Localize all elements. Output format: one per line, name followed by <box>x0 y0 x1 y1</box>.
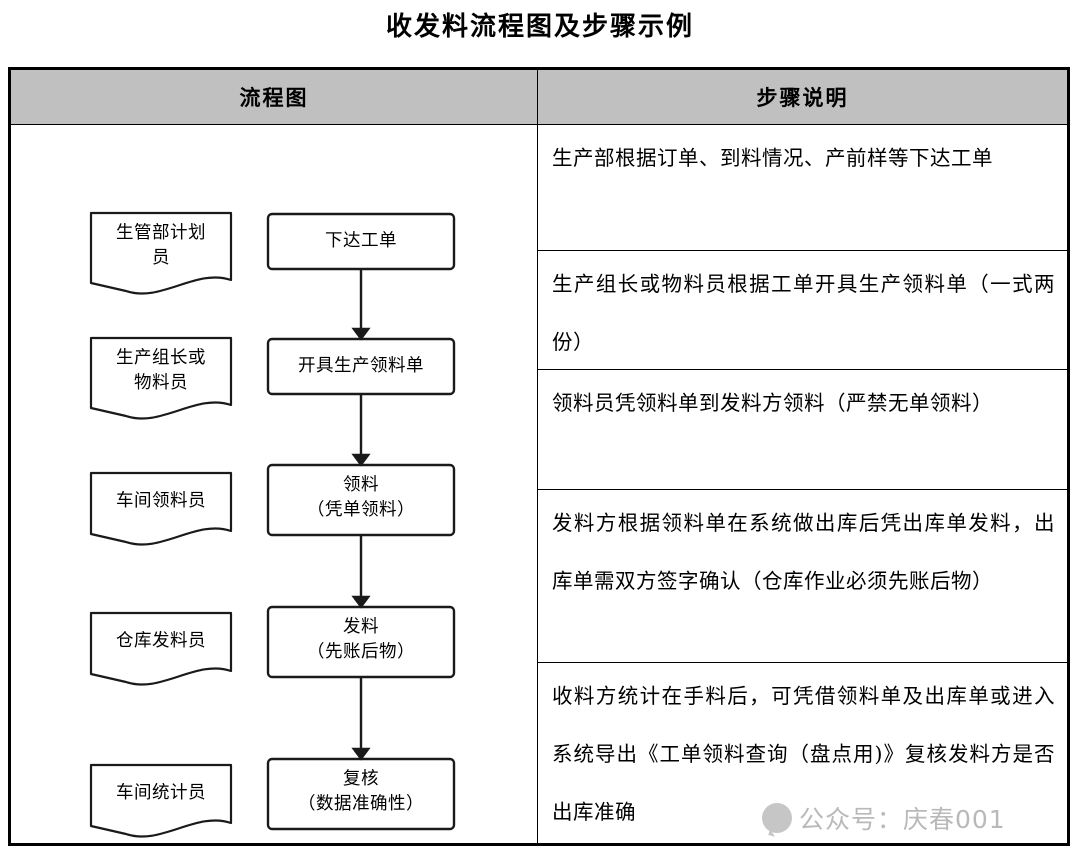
step-text-3: 领料员凭领料单到发料方领料（严禁无单领料） <box>552 391 993 415</box>
table-header-row: 流程图 步骤说明 <box>11 70 1067 125</box>
step-row-5: 收料方统计在手料后，可凭借领料单及出库单或进入系统导出《工单领料查询（盘点用)》… <box>538 663 1067 846</box>
role-shape-1 <box>89 211 233 295</box>
step-row-2: 生产组长或物料员根据工单开具生产领料单（一式两份） <box>538 251 1067 370</box>
flowchart-svg <box>89 211 456 838</box>
watermark: 公众号：庆春001 <box>762 800 1006 836</box>
step-row-4: 发料方根据领料单在系统做出库后凭出库单发料，出库单需双方签字确认（仓库作业必须先… <box>538 490 1067 663</box>
page-title: 收发料流程图及步骤示例 <box>385 12 694 42</box>
step-text-5: 收料方统计在手料后，可凭借领料单及出库单或进入系统导出《工单领料查询（盘点用)》… <box>552 684 1055 824</box>
watermark-text: 公众号：庆春001 <box>799 805 1006 834</box>
steps-cell: 生产部根据订单、到料情况、产前样等下达工单 生产组长或物料员根据工单开具生产领料… <box>538 125 1067 846</box>
step-text-4: 发料方根据领料单在系统做出库后凭出库单发料，出库单需双方签字确认（仓库作业必须先… <box>552 511 1055 593</box>
wechat-logo-icon <box>762 803 792 833</box>
step-text-1: 生产部根据订单、到料情况、产前样等下达工单 <box>552 146 993 170</box>
step-row-3: 领料员凭领料单到发料方领料（严禁无单领料） <box>538 370 1067 490</box>
process-shape-2 <box>266 337 456 396</box>
role-shape-5 <box>89 763 233 838</box>
process-shape-3 <box>266 463 456 537</box>
role-shape-2 <box>89 336 233 420</box>
header-flowchart: 流程图 <box>239 85 309 110</box>
process-shape-4 <box>266 605 456 679</box>
header-step-description: 步骤说明 <box>756 85 849 110</box>
role-shape-4 <box>89 611 233 686</box>
step-text-2: 生产组长或物料员根据工单开具生产领料单（一式两份） <box>552 272 1055 354</box>
process-shape-5 <box>266 757 456 831</box>
step-row-1: 生产部根据订单、到料情况、产前样等下达工单 <box>538 125 1067 251</box>
role-shape-3 <box>89 471 233 546</box>
process-shape-1 <box>266 212 456 271</box>
flow-table: 流程图 步骤说明 <box>8 67 1070 846</box>
flowchart-cell: 生管部计划员 生产组长或物料员 车间领料员 仓库发料员 车间统计员 下达工单 开… <box>11 125 537 846</box>
column-divider <box>537 70 538 843</box>
